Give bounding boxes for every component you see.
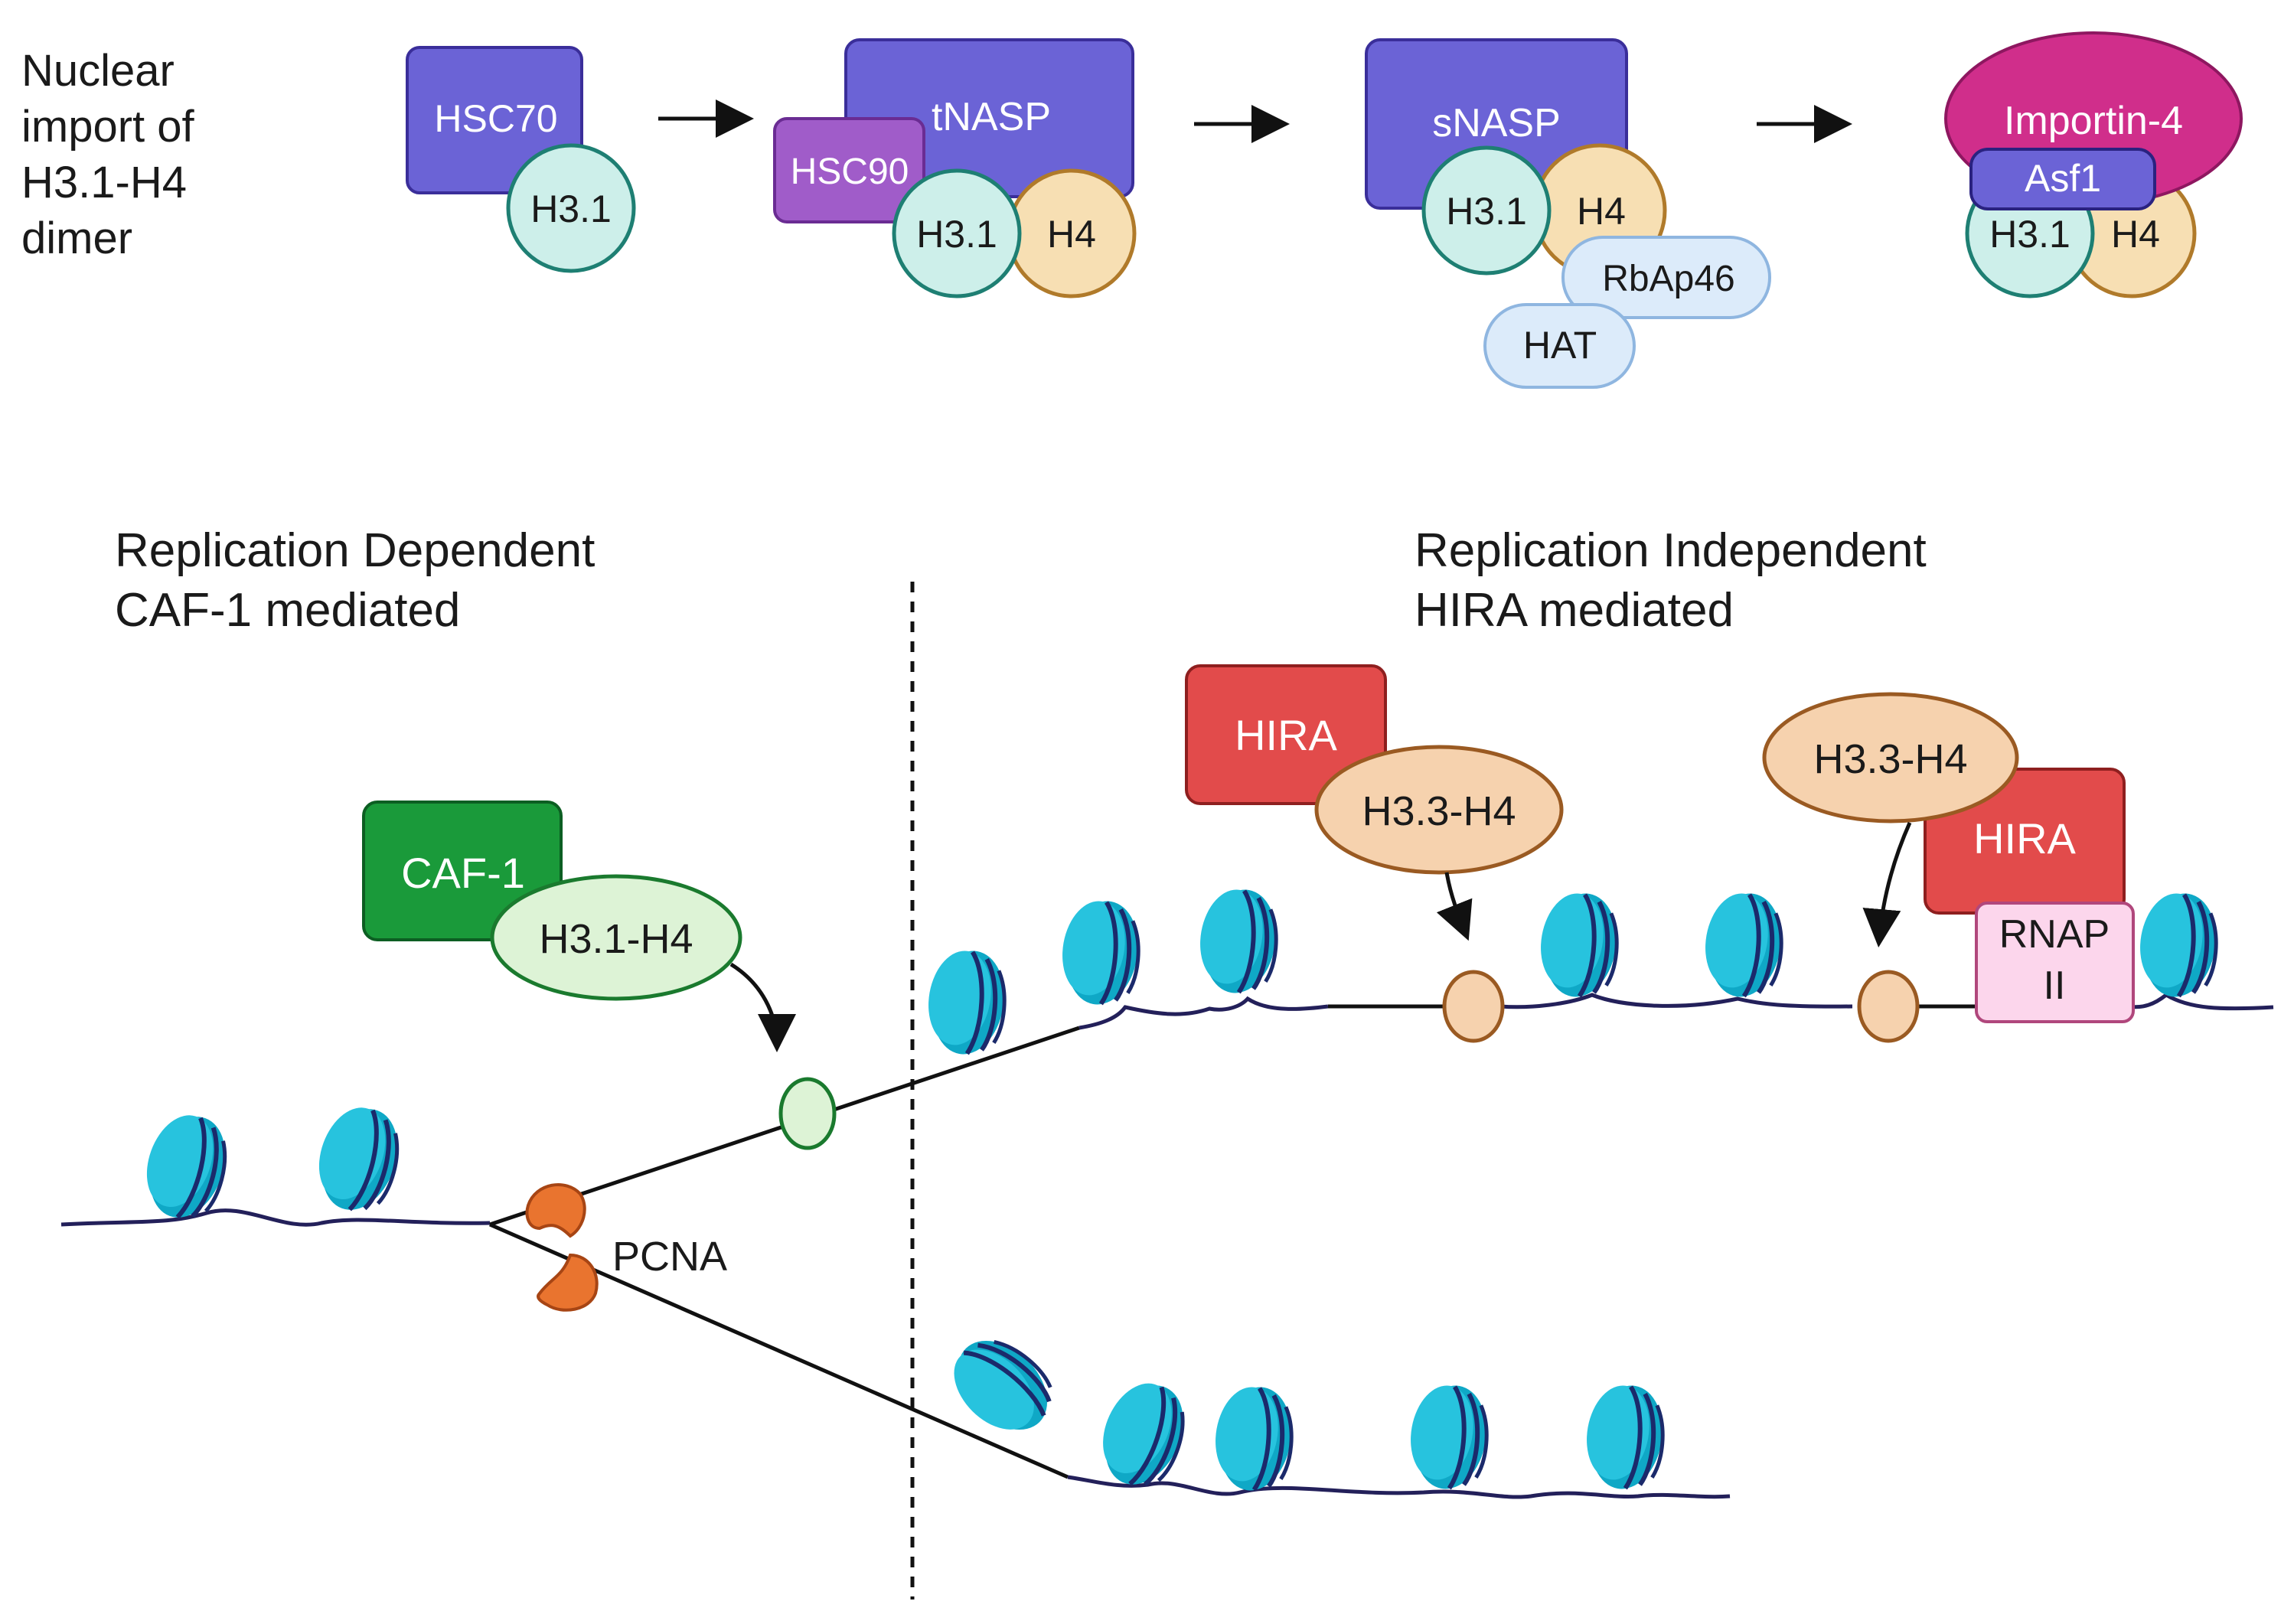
- hira-label-b: HIRA: [1973, 814, 2076, 863]
- h31h4-ellipse: [490, 874, 742, 1001]
- h31-label-a: H3.1: [530, 188, 612, 230]
- nucleosome-lower-2: [1086, 1371, 1199, 1498]
- hira-complex-a: HIRA H3.3-H4: [1185, 664, 1564, 875]
- h31-label-c: H3.1: [1446, 190, 1527, 233]
- pcna-label: PCNA: [612, 1234, 727, 1280]
- nucleosome-upper-3: [1192, 883, 1285, 999]
- dna-upper-wavy-2: [1499, 993, 1853, 1009]
- dna-upper-wavy-3: [2127, 992, 2274, 1011]
- import-title-line-3: H3.1-H4: [21, 158, 187, 207]
- h31h4-label: H3.1-H4: [539, 916, 693, 962]
- rbap46-pill: [1561, 236, 1771, 319]
- import-title-line-1: Nuclear: [21, 46, 175, 96]
- hira-box-a: [1185, 664, 1387, 805]
- dna-lower-wavy: [1067, 1475, 1731, 1499]
- import-title-line-4: dimer: [21, 214, 132, 263]
- dna-parental: [60, 1208, 491, 1227]
- h31-circle-c: [1421, 145, 1552, 276]
- nucleosome-upper-5: [1697, 887, 1790, 1003]
- nucleosome-lower-3: [1207, 1381, 1300, 1496]
- h4-label-c: H4: [1577, 190, 1626, 233]
- import-title: Nuclear import of H3.1-H4 dimer: [21, 46, 195, 263]
- nucleosome-upper-2: [1054, 895, 1147, 1010]
- h33h4-label-a: H3.3-H4: [1362, 788, 1516, 834]
- rnap-box: [1975, 902, 2135, 1023]
- complex-hsc70: HSC70 H3.1: [406, 46, 636, 273]
- pcna-clamp: PCNA: [525, 1183, 727, 1312]
- hira-complex-b: HIRA RNAP II H3.3-H4: [1762, 692, 2135, 1023]
- nucleosome-upper-1: [920, 944, 1013, 1060]
- complex-snasp: sNASP H4 H3.1 RbAp46 HAT: [1365, 38, 1771, 389]
- tnasp-label: tNASP: [932, 95, 1051, 139]
- complex-importin4: H4 H3.1 Importin-4 Asf1: [1944, 31, 2243, 298]
- nucleosome-upper-4: [1532, 887, 1626, 1003]
- nucleosomes: [132, 883, 2225, 1498]
- section-title-independent: Replication Independent HIRA mediated: [1415, 524, 1927, 637]
- h31-label-b: H3.1: [916, 213, 997, 256]
- nucleosome-parental-2: [305, 1097, 412, 1221]
- hsc70-label: HSC70: [434, 97, 557, 140]
- hsc90-label: HSC90: [791, 152, 909, 192]
- new-h33h4-site-a: [1442, 970, 1505, 1043]
- h33h4-ellipse-b: [1762, 692, 2019, 823]
- rnap-label-line-1: RNAP: [1999, 912, 2110, 957]
- hat-pill: [1483, 303, 1636, 389]
- pcna-lower-lobe: [537, 1253, 599, 1312]
- hat-label: HAT: [1523, 324, 1597, 367]
- rbap46-label: RbAp46: [1602, 259, 1734, 299]
- snasp-label: sNASP: [1432, 101, 1561, 145]
- dependent-title-line-2: CAF-1 mediated: [115, 584, 460, 637]
- hira-label-a: HIRA: [1235, 711, 1337, 759]
- importin4-label: Importin-4: [2004, 99, 2183, 143]
- h33h4-ellipse-a: [1314, 745, 1564, 875]
- nucleosome-lower-1: [938, 1322, 1065, 1450]
- asf1-box: [1969, 148, 2156, 210]
- nucleosome-lower-5: [1578, 1379, 1672, 1495]
- h31-circle-a: [506, 143, 636, 273]
- caf1-label: CAF-1: [401, 849, 525, 897]
- pcna-upper-lobe: [525, 1183, 586, 1238]
- nucleosome-lower-4: [1402, 1379, 1496, 1495]
- import-title-line-2: import of: [21, 102, 195, 152]
- h31-label-d: H3.1: [1989, 213, 2070, 256]
- new-h31h4-site: [778, 1077, 837, 1150]
- hira-deposit-arrow-b: [1862, 821, 1912, 947]
- h4-label-b: H4: [1047, 213, 1096, 256]
- hsc90-box: [773, 117, 925, 223]
- new-h33h4-site-b: [1857, 970, 1920, 1043]
- caf1-deposit-arrow: [729, 962, 796, 1052]
- h33h4-label-b: H3.3-H4: [1813, 736, 1967, 782]
- caf1-complex: CAF-1 H3.1-H4: [362, 801, 742, 1001]
- dna-upper-wavy-1: [1078, 996, 1329, 1030]
- asf1-label: Asf1: [2025, 157, 2101, 200]
- h4-label-d: H4: [2111, 213, 2160, 256]
- independent-title-line-2: HIRA mediated: [1415, 584, 1734, 637]
- complex-tnasp: tNASP HSC90 H4 H3.1: [773, 38, 1137, 298]
- section-title-dependent: Replication Dependent CAF-1 mediated: [115, 524, 595, 637]
- hira-deposit-arrow-a: [1436, 872, 1473, 941]
- dependent-title-line-1: Replication Dependent: [115, 524, 595, 577]
- h31-circle-b: [892, 168, 1022, 298]
- rnap-label-line-2: II: [2044, 964, 2066, 1008]
- independent-title-line-1: Replication Independent: [1415, 524, 1927, 577]
- nucleosome-upper-6: [2132, 887, 2225, 1003]
